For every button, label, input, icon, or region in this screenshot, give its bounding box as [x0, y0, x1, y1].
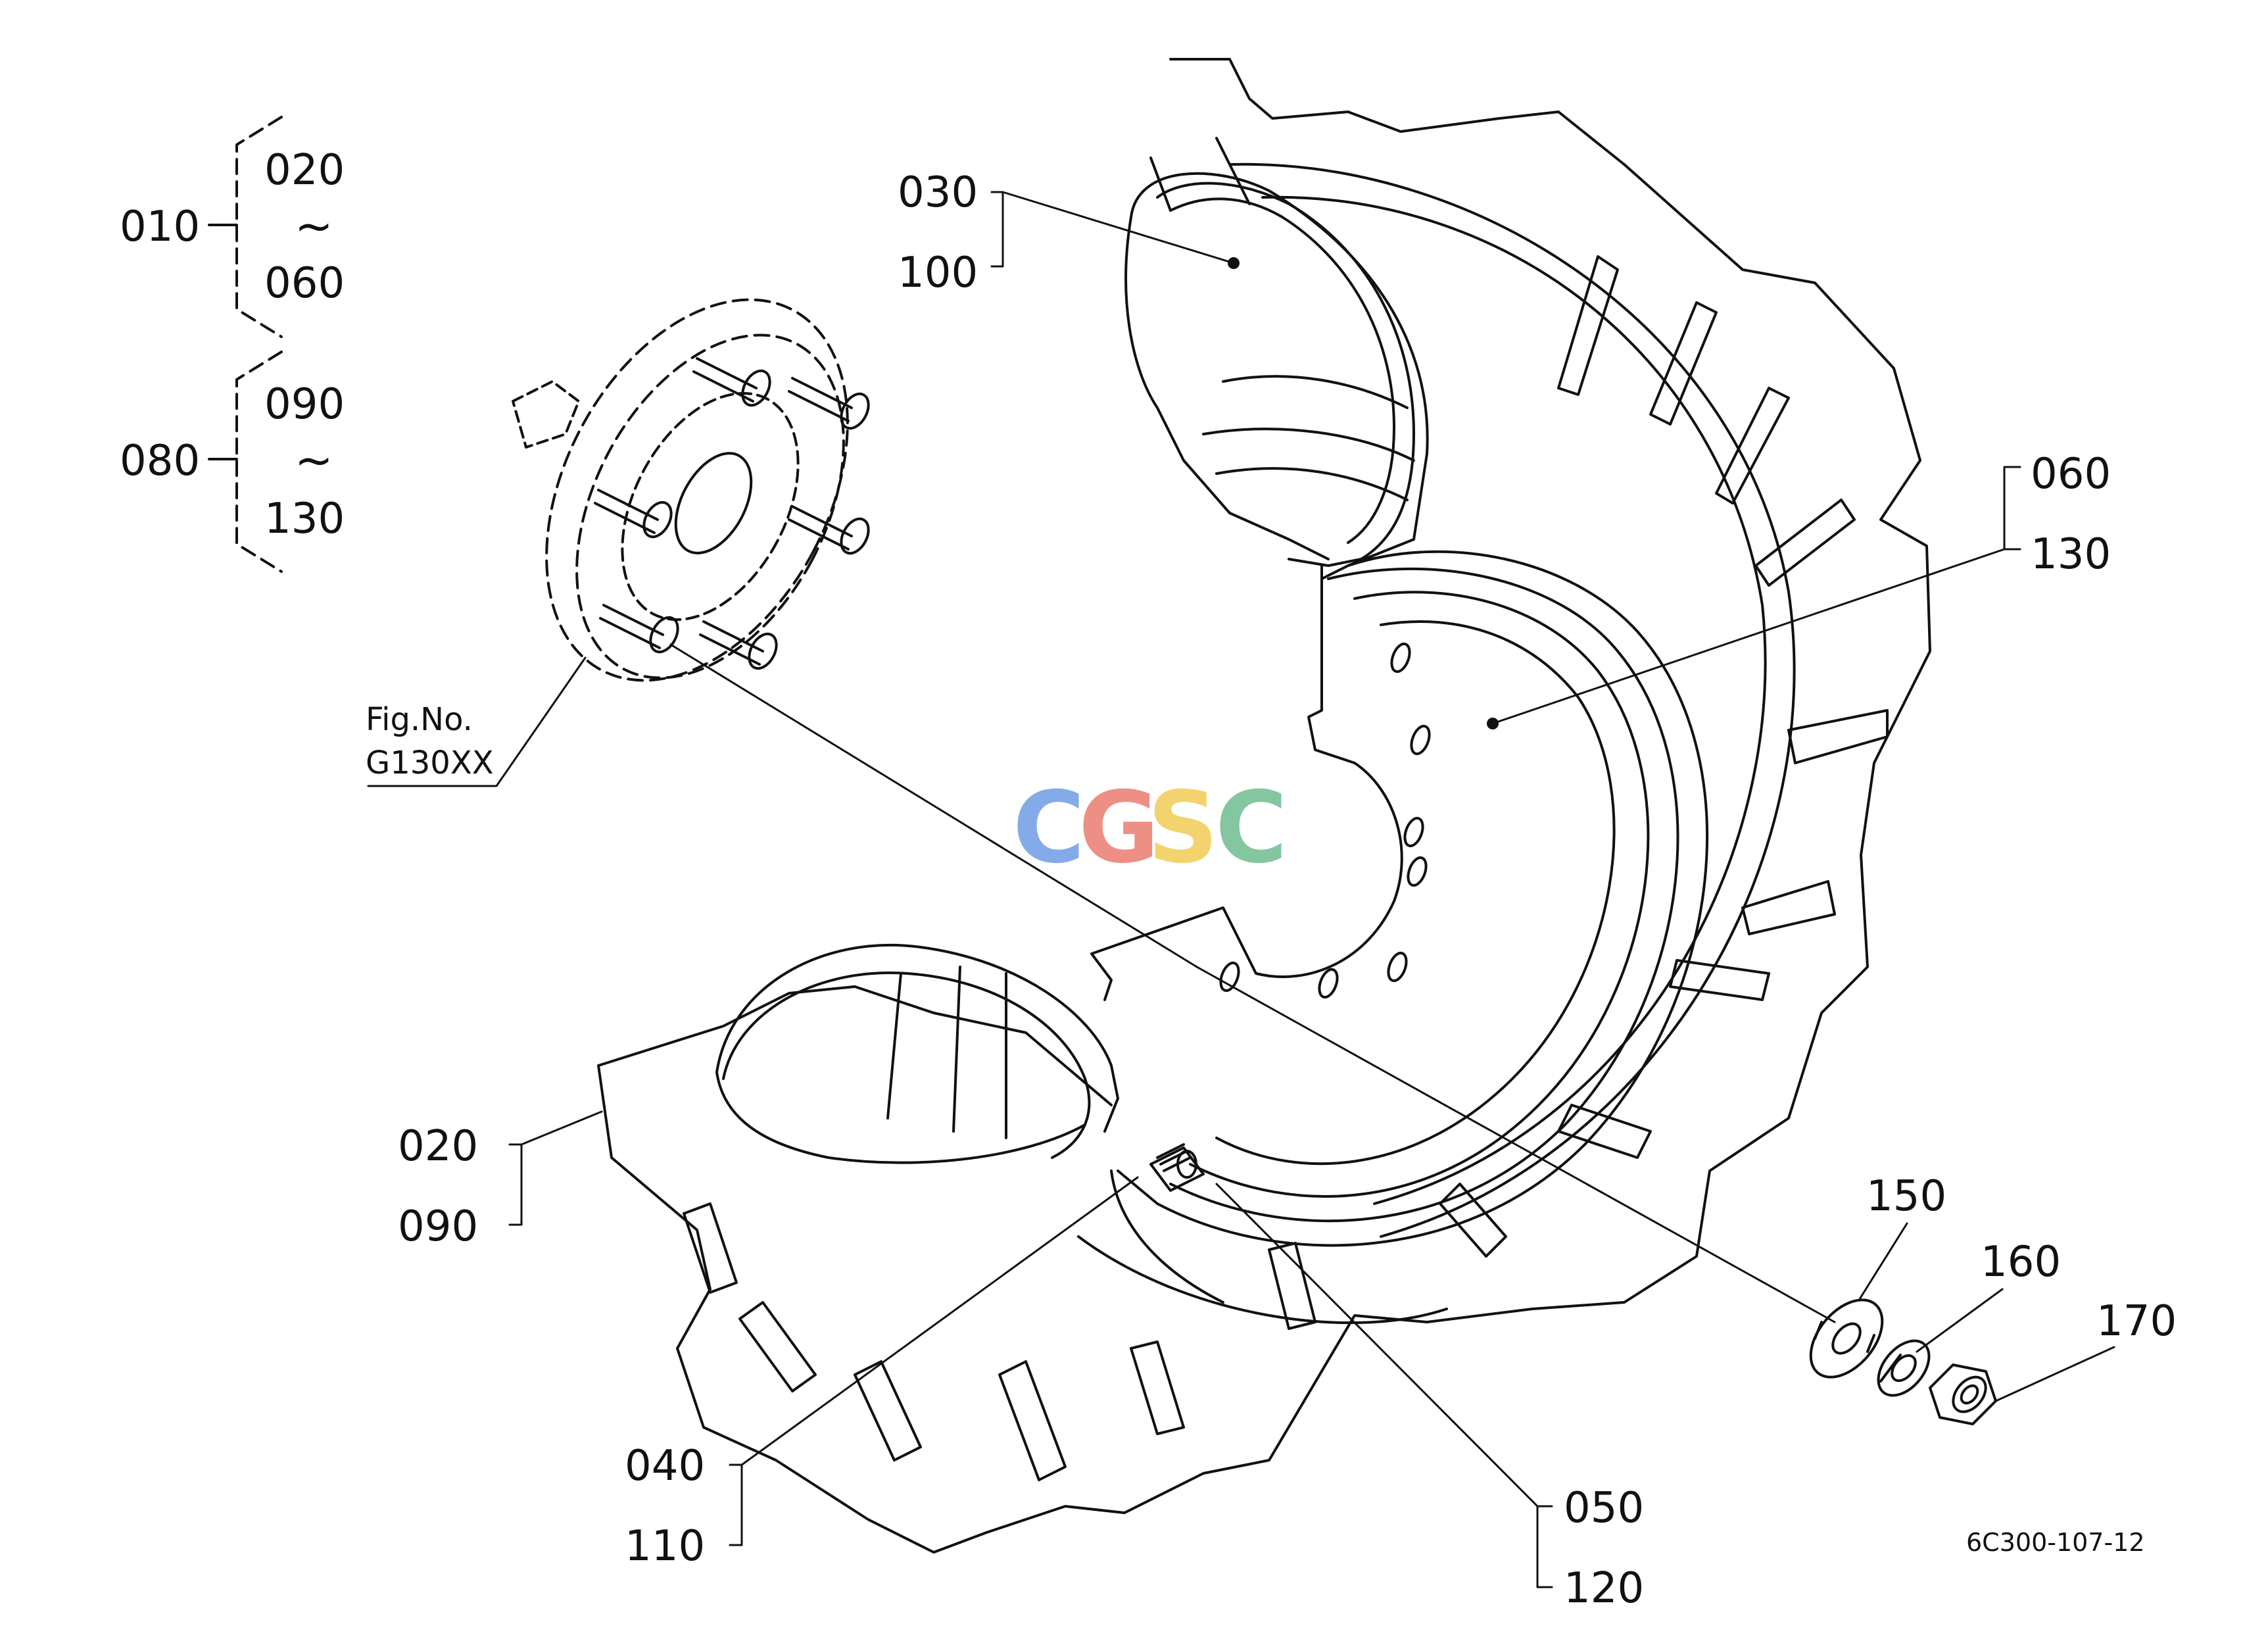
watermark-letter: G [1078, 771, 1159, 885]
group-010-start: 020 [264, 146, 345, 195]
group-080-end: 130 [264, 495, 345, 543]
group-brackets [208, 116, 283, 573]
group-010-end: 060 [264, 259, 345, 308]
callout-160: 160 [1981, 1238, 2061, 1287]
watermark: C G S C [1013, 771, 1288, 885]
callout-120: 120 [1564, 1564, 1644, 1613]
watermark-letter: C [1013, 771, 1085, 885]
fig-ref-line2: G130XX [366, 745, 494, 781]
callout-090: 090 [398, 1202, 478, 1251]
callout-030: 030 [898, 168, 978, 217]
tire [597, 58, 1931, 1554]
watermark-letter: C [1215, 771, 1288, 885]
watermark-letter: S [1147, 771, 1218, 885]
callout-020: 020 [398, 1122, 478, 1171]
callout-110: 110 [625, 1522, 705, 1571]
group-080-start: 090 [264, 380, 345, 429]
callout-150: 150 [1866, 1172, 1946, 1221]
wheel-hub [512, 298, 870, 682]
washer-part [1809, 1298, 1884, 1379]
rim [1090, 550, 1709, 1304]
callout-040: 040 [625, 1442, 705, 1490]
callout-dots [1228, 257, 1499, 729]
lock-washer-part [1877, 1339, 1931, 1397]
valve [1149, 1143, 1205, 1192]
callout-100: 100 [898, 249, 978, 297]
drawing-code: 6C300-107-12 [1966, 1528, 2145, 1557]
fig-ref-line1: Fig.No. [366, 701, 473, 738]
group-080: 080 090 ~ 130 [120, 380, 345, 543]
group-080-id: 080 [120, 437, 200, 485]
nut-part [1929, 1364, 1997, 1425]
group-080-sep: ~ [295, 433, 333, 487]
callout-050: 050 [1564, 1484, 1644, 1533]
group-010-sep: ~ [295, 199, 333, 253]
callout-130: 130 [2031, 530, 2111, 579]
group-010-id: 010 [120, 203, 200, 251]
hub-studs [594, 357, 870, 670]
inner-tube [722, 182, 1415, 1159]
leader-lines [367, 191, 2115, 1588]
callout-170: 170 [2096, 1297, 2177, 1346]
callout-060: 060 [2031, 450, 2111, 499]
group-010: 010 020 ~ 060 [120, 146, 345, 308]
